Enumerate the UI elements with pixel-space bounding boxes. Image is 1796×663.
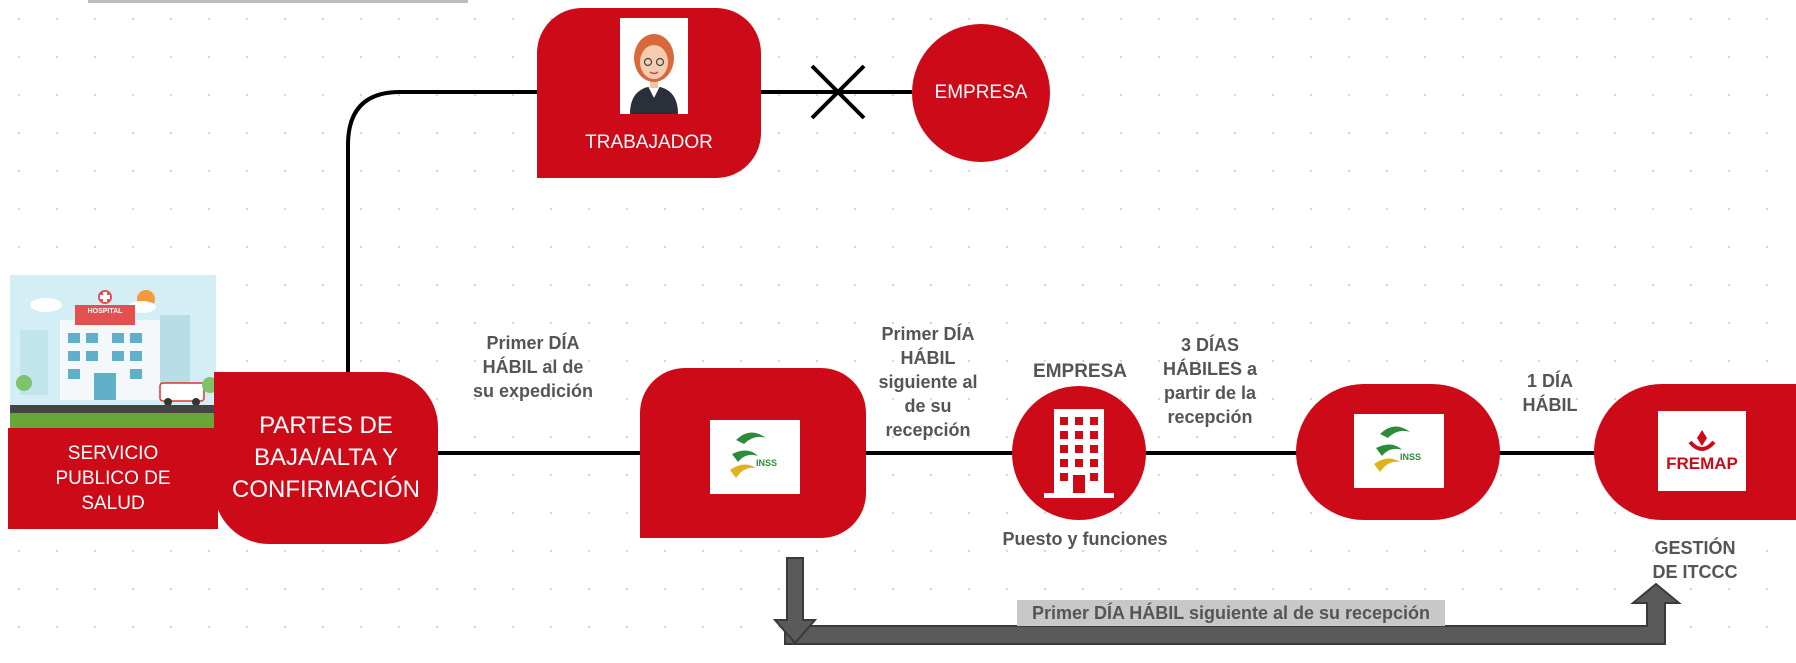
edge-label-expedicion: Primer DÍA HÁBIL al de su expedición xyxy=(472,333,594,401)
inss-logo-2: INSS xyxy=(1354,414,1444,488)
cross-mark-icon xyxy=(810,64,866,120)
fremap-logo-text: FREMAP xyxy=(1666,454,1738,473)
hospital-sign: HOSPITAL xyxy=(87,308,123,315)
inss-node-2: INSS xyxy=(1296,384,1500,520)
fremap-caption: GESTIÓN DE ITCCC xyxy=(1652,538,1738,582)
trabajador-label: TRABAJADOR xyxy=(585,132,713,153)
fremap-node: FREMAP xyxy=(1594,384,1796,520)
servicio-label: SERVICIO PUBLICO DE SALUD xyxy=(55,443,171,514)
inss-node-1: INSS xyxy=(640,368,866,538)
bottom-arrow xyxy=(772,557,1682,645)
empresa-top-label: EMPRESA xyxy=(934,82,1028,103)
partes-label: PARTES DE BAJA/ALTA Y CONFIRMACIÓN xyxy=(232,412,420,503)
servicio-publico-node: SERVICIO PUBLICO DE SALUD xyxy=(8,428,218,529)
building-icon xyxy=(1044,409,1114,498)
hospital-icon xyxy=(10,290,216,429)
inss-logo: INSS xyxy=(710,420,800,494)
svg-text:INSS: INSS xyxy=(1400,452,1421,462)
trabajador-node: TRABAJADOR xyxy=(537,8,761,178)
bottom-arrow-label: Primer DÍA HÁBIL siguiente al de su rece… xyxy=(1017,600,1445,626)
worker-avatar-icon xyxy=(620,18,688,114)
partes-node: PARTES DE BAJA/ALTA Y CONFIRMACIÓN xyxy=(214,372,438,544)
top-divider xyxy=(88,0,468,3)
fremap-logo: FREMAP xyxy=(1658,411,1746,491)
empresa-mid-node xyxy=(1012,386,1146,520)
line-partes-to-trabajador xyxy=(346,90,540,372)
edge-label-1-dia: 1 DÍA HÁBIL xyxy=(1522,371,1578,415)
empresa-mid-label: EMPRESA xyxy=(1033,361,1127,382)
hospital-illustration: HOSPITAL xyxy=(10,275,216,429)
svg-text:INSS: INSS xyxy=(756,458,777,468)
empresa-top-node: EMPRESA xyxy=(912,24,1050,162)
edge-label-3-dias: 3 DÍAS HÁBILES a partir de la recepción xyxy=(1162,335,1258,427)
edge-label-recepcion-1: Primer DÍA HÁBIL siguiente al de su rece… xyxy=(878,324,978,440)
empresa-mid-caption: Puesto y funciones xyxy=(1002,529,1168,549)
